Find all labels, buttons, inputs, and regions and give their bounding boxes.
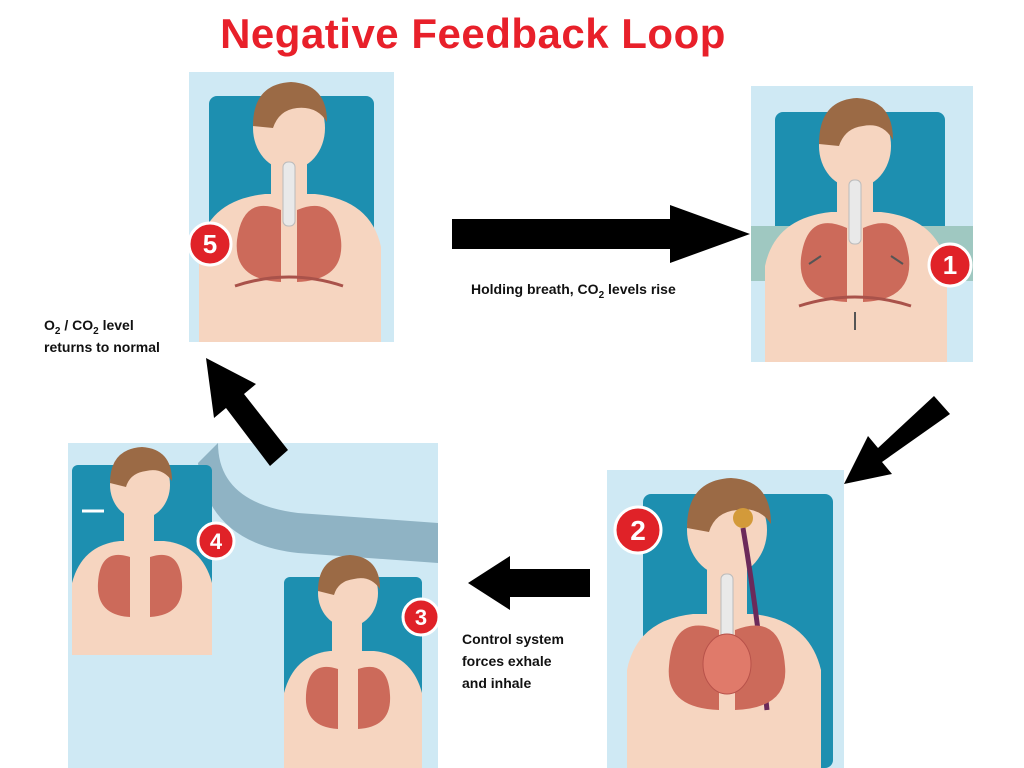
page-title: Negative Feedback Loop xyxy=(220,10,726,57)
panel-steps-4-3 xyxy=(68,443,438,768)
svg-text:3: 3 xyxy=(415,605,427,630)
arrow-up-left xyxy=(206,358,288,466)
caption-step-5-line1: O2 / CO2 level xyxy=(44,317,134,337)
svg-text:5: 5 xyxy=(203,229,217,259)
svg-text:1: 1 xyxy=(943,250,957,280)
arrow-left xyxy=(468,556,590,610)
caption-step-1: Holding breath, CO2 levels rise xyxy=(471,281,676,301)
svg-text:4: 4 xyxy=(210,529,223,554)
panel-step-1 xyxy=(751,86,973,362)
panel-step-5 xyxy=(189,72,394,342)
svg-text:2: 2 xyxy=(630,515,646,546)
person-illustration xyxy=(627,478,833,768)
person-illustration xyxy=(199,82,381,342)
badge-5: 5 xyxy=(187,221,233,267)
arrow-right xyxy=(452,205,750,263)
person-illustration xyxy=(72,443,438,768)
caption-step-5-line2: returns to normal xyxy=(44,339,160,355)
person-illustration xyxy=(751,98,973,362)
arrow-down-left xyxy=(844,396,950,484)
badge-2: 2 xyxy=(613,505,663,555)
badge-4: 4 xyxy=(196,521,236,561)
badge-1: 1 xyxy=(927,242,973,288)
badge-3: 3 xyxy=(401,597,441,637)
caption-step-3: Control system forces exhale and inhale xyxy=(462,631,564,691)
caption-step-5: O2 / CO2 level returns to normal xyxy=(44,314,214,358)
